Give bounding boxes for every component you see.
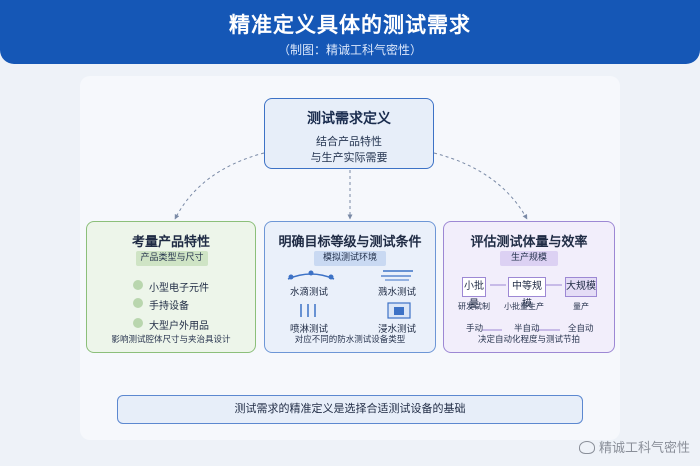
scale-large-caption: 量产: [573, 302, 589, 311]
target-card-title: 明确目标等级与测试条件: [278, 235, 422, 250]
requirement-title: 测试需求定义: [307, 111, 391, 127]
volume-card-footer: 决定自动化程度与测试节拍: [477, 335, 580, 345]
product-card-footer: 影响测试腔体尺寸与夹治具设计: [111, 335, 231, 345]
header-banner: 精准定义具体的测试需求 （制图：精诚工科气密性）: [0, 0, 700, 64]
target-tag: 模拟测试环境: [314, 251, 386, 266]
splash-icon: [381, 270, 413, 281]
target-card-footer: 对应不同的防水测试设备类型: [294, 335, 406, 345]
bullet-dot-icon: [133, 318, 143, 328]
scale-small-caption: 研发试制: [458, 302, 490, 311]
test-immersion: 浸水测试: [378, 324, 417, 335]
scale-small-batch: 小批量: [462, 277, 486, 310]
scale-large: 大规模: [565, 277, 597, 297]
test-splash: 溅水测试: [378, 287, 417, 298]
watermark: 精诚工科气密性: [578, 437, 690, 456]
product-characteristics-card: 考量产品特性 产品类型与尺寸 小型电子元件 手持设备 大型户外用品 影响测试腔体…: [86, 221, 256, 353]
bullet-dot-icon: [133, 280, 143, 290]
bullet-dot-icon: [133, 298, 143, 308]
connector-left: [174, 152, 265, 220]
requirement-line-2: 与生产实际需要: [310, 151, 388, 164]
page-title: 精准定义具体的测试需求: [229, 13, 471, 37]
scale-arrows: [482, 284, 562, 331]
automation-full: 全自动: [568, 324, 594, 334]
spray-icon: [300, 304, 316, 317]
volume-card-title: 评估测试体量与效率: [470, 235, 588, 250]
target-conditions-card: 明确目标等级与测试条件 模拟测试环境 水滴测试 溅水测试 喷淋测试 浸水测试 对…: [264, 221, 436, 353]
water-drip-icon: [287, 270, 335, 280]
weibo-icon: [578, 441, 595, 454]
test-water-drip: 水滴测试: [290, 287, 329, 298]
page-subtitle: （制图：精诚工科气密性）: [277, 43, 422, 57]
immersion-icon: [387, 302, 411, 319]
scale-medium: 中等规模: [508, 277, 546, 310]
product-card-title: 考量产品特性: [131, 235, 210, 250]
volume-tag: 生产规模: [500, 251, 558, 266]
conclusion-box: 测试需求的精准定义是选择合适测试设备的基础: [117, 395, 583, 424]
automation-manual: 手动: [466, 324, 484, 334]
product-tag: 产品类型与尺寸: [136, 251, 208, 266]
volume-efficiency-card: 评估测试体量与效率 生产规模 小批量 研发试制 中等规模 小批量生产 大规模 量…: [443, 221, 615, 353]
connector-right: [433, 152, 528, 220]
requirement-line-1: 结合产品特性: [316, 135, 382, 148]
scale-medium-caption: 小批量生产: [504, 302, 544, 311]
automation-semi: 半自动: [514, 324, 540, 334]
requirement-definition-box: 测试需求定义 结合产品特性 与生产实际需要: [264, 98, 434, 169]
test-spray: 喷淋测试: [290, 324, 329, 335]
